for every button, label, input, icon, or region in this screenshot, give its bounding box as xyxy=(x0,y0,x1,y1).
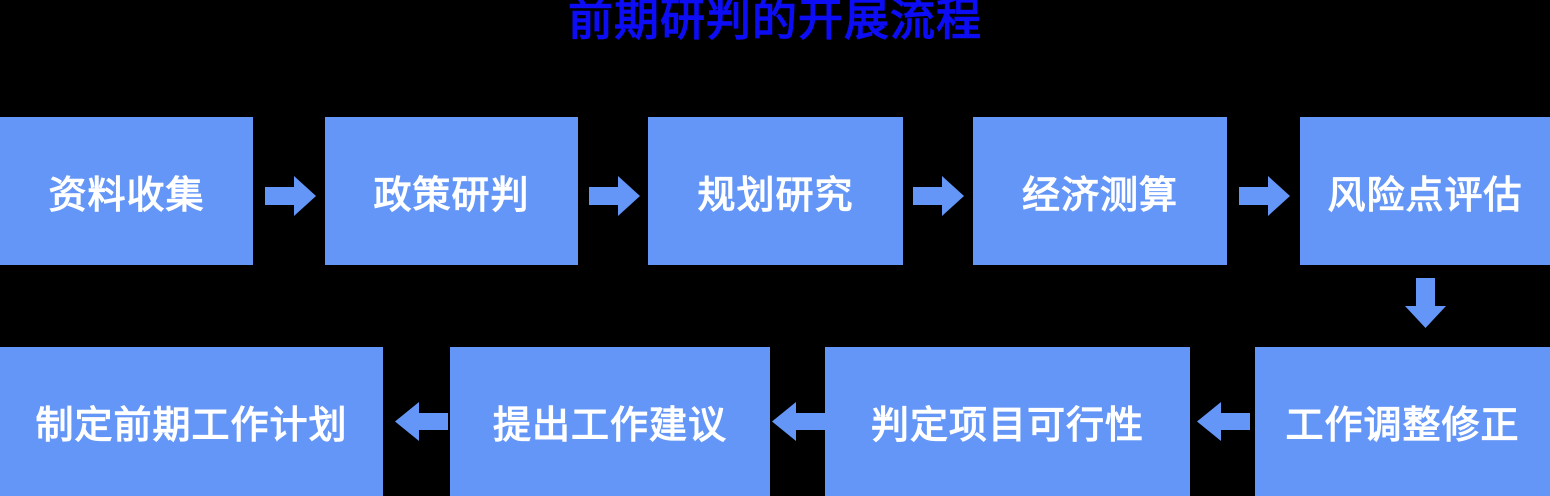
flow-node-label: 规划研究 xyxy=(697,172,854,217)
arrow-down-icon-step-5-to-step-6 xyxy=(1405,278,1446,328)
flow-node-step-1[interactable]: 资料收集 xyxy=(0,117,253,265)
arrow-left-icon-step-7-to-step-8 xyxy=(772,402,825,441)
arrow-right-icon-step-2-to-step-3 xyxy=(589,176,640,216)
flow-node-label: 政策研判 xyxy=(373,172,530,217)
flow-node-label: 工作调整修正 xyxy=(1285,403,1520,447)
flow-node-step-2[interactable]: 政策研判 xyxy=(325,117,578,265)
flow-node-step-6[interactable]: 工作调整修正 xyxy=(1255,347,1550,496)
flow-node-step-3[interactable]: 规划研究 xyxy=(648,117,903,265)
arrow-left-icon-step-8-to-step-9 xyxy=(395,402,448,441)
flow-node-label: 制定前期工作计划 xyxy=(35,403,348,447)
flow-node-label: 风险点评估 xyxy=(1327,172,1523,217)
arrow-left-icon-step-6-to-step-7 xyxy=(1197,402,1250,441)
arrow-right-icon-step-3-to-step-4 xyxy=(913,176,964,216)
flow-node-label: 判定项目可行性 xyxy=(870,403,1144,447)
flow-node-label: 提出工作建议 xyxy=(492,403,727,447)
flow-node-step-8[interactable]: 提出工作建议 xyxy=(450,347,770,496)
arrow-right-icon-step-1-to-step-2 xyxy=(265,176,316,216)
flow-node-label: 经济测算 xyxy=(1021,172,1178,217)
flow-node-step-9[interactable]: 制定前期工作计划 xyxy=(0,347,383,496)
flow-node-step-7[interactable]: 判定项目可行性 xyxy=(825,347,1190,496)
flow-node-step-4[interactable]: 经济测算 xyxy=(973,117,1227,265)
page-title: 前期研判的开展流程 xyxy=(567,0,982,46)
flow-node-step-5[interactable]: 风险点评估 xyxy=(1300,117,1550,265)
flow-node-label: 资料收集 xyxy=(48,172,205,217)
arrow-right-icon-step-4-to-step-5 xyxy=(1239,176,1290,216)
